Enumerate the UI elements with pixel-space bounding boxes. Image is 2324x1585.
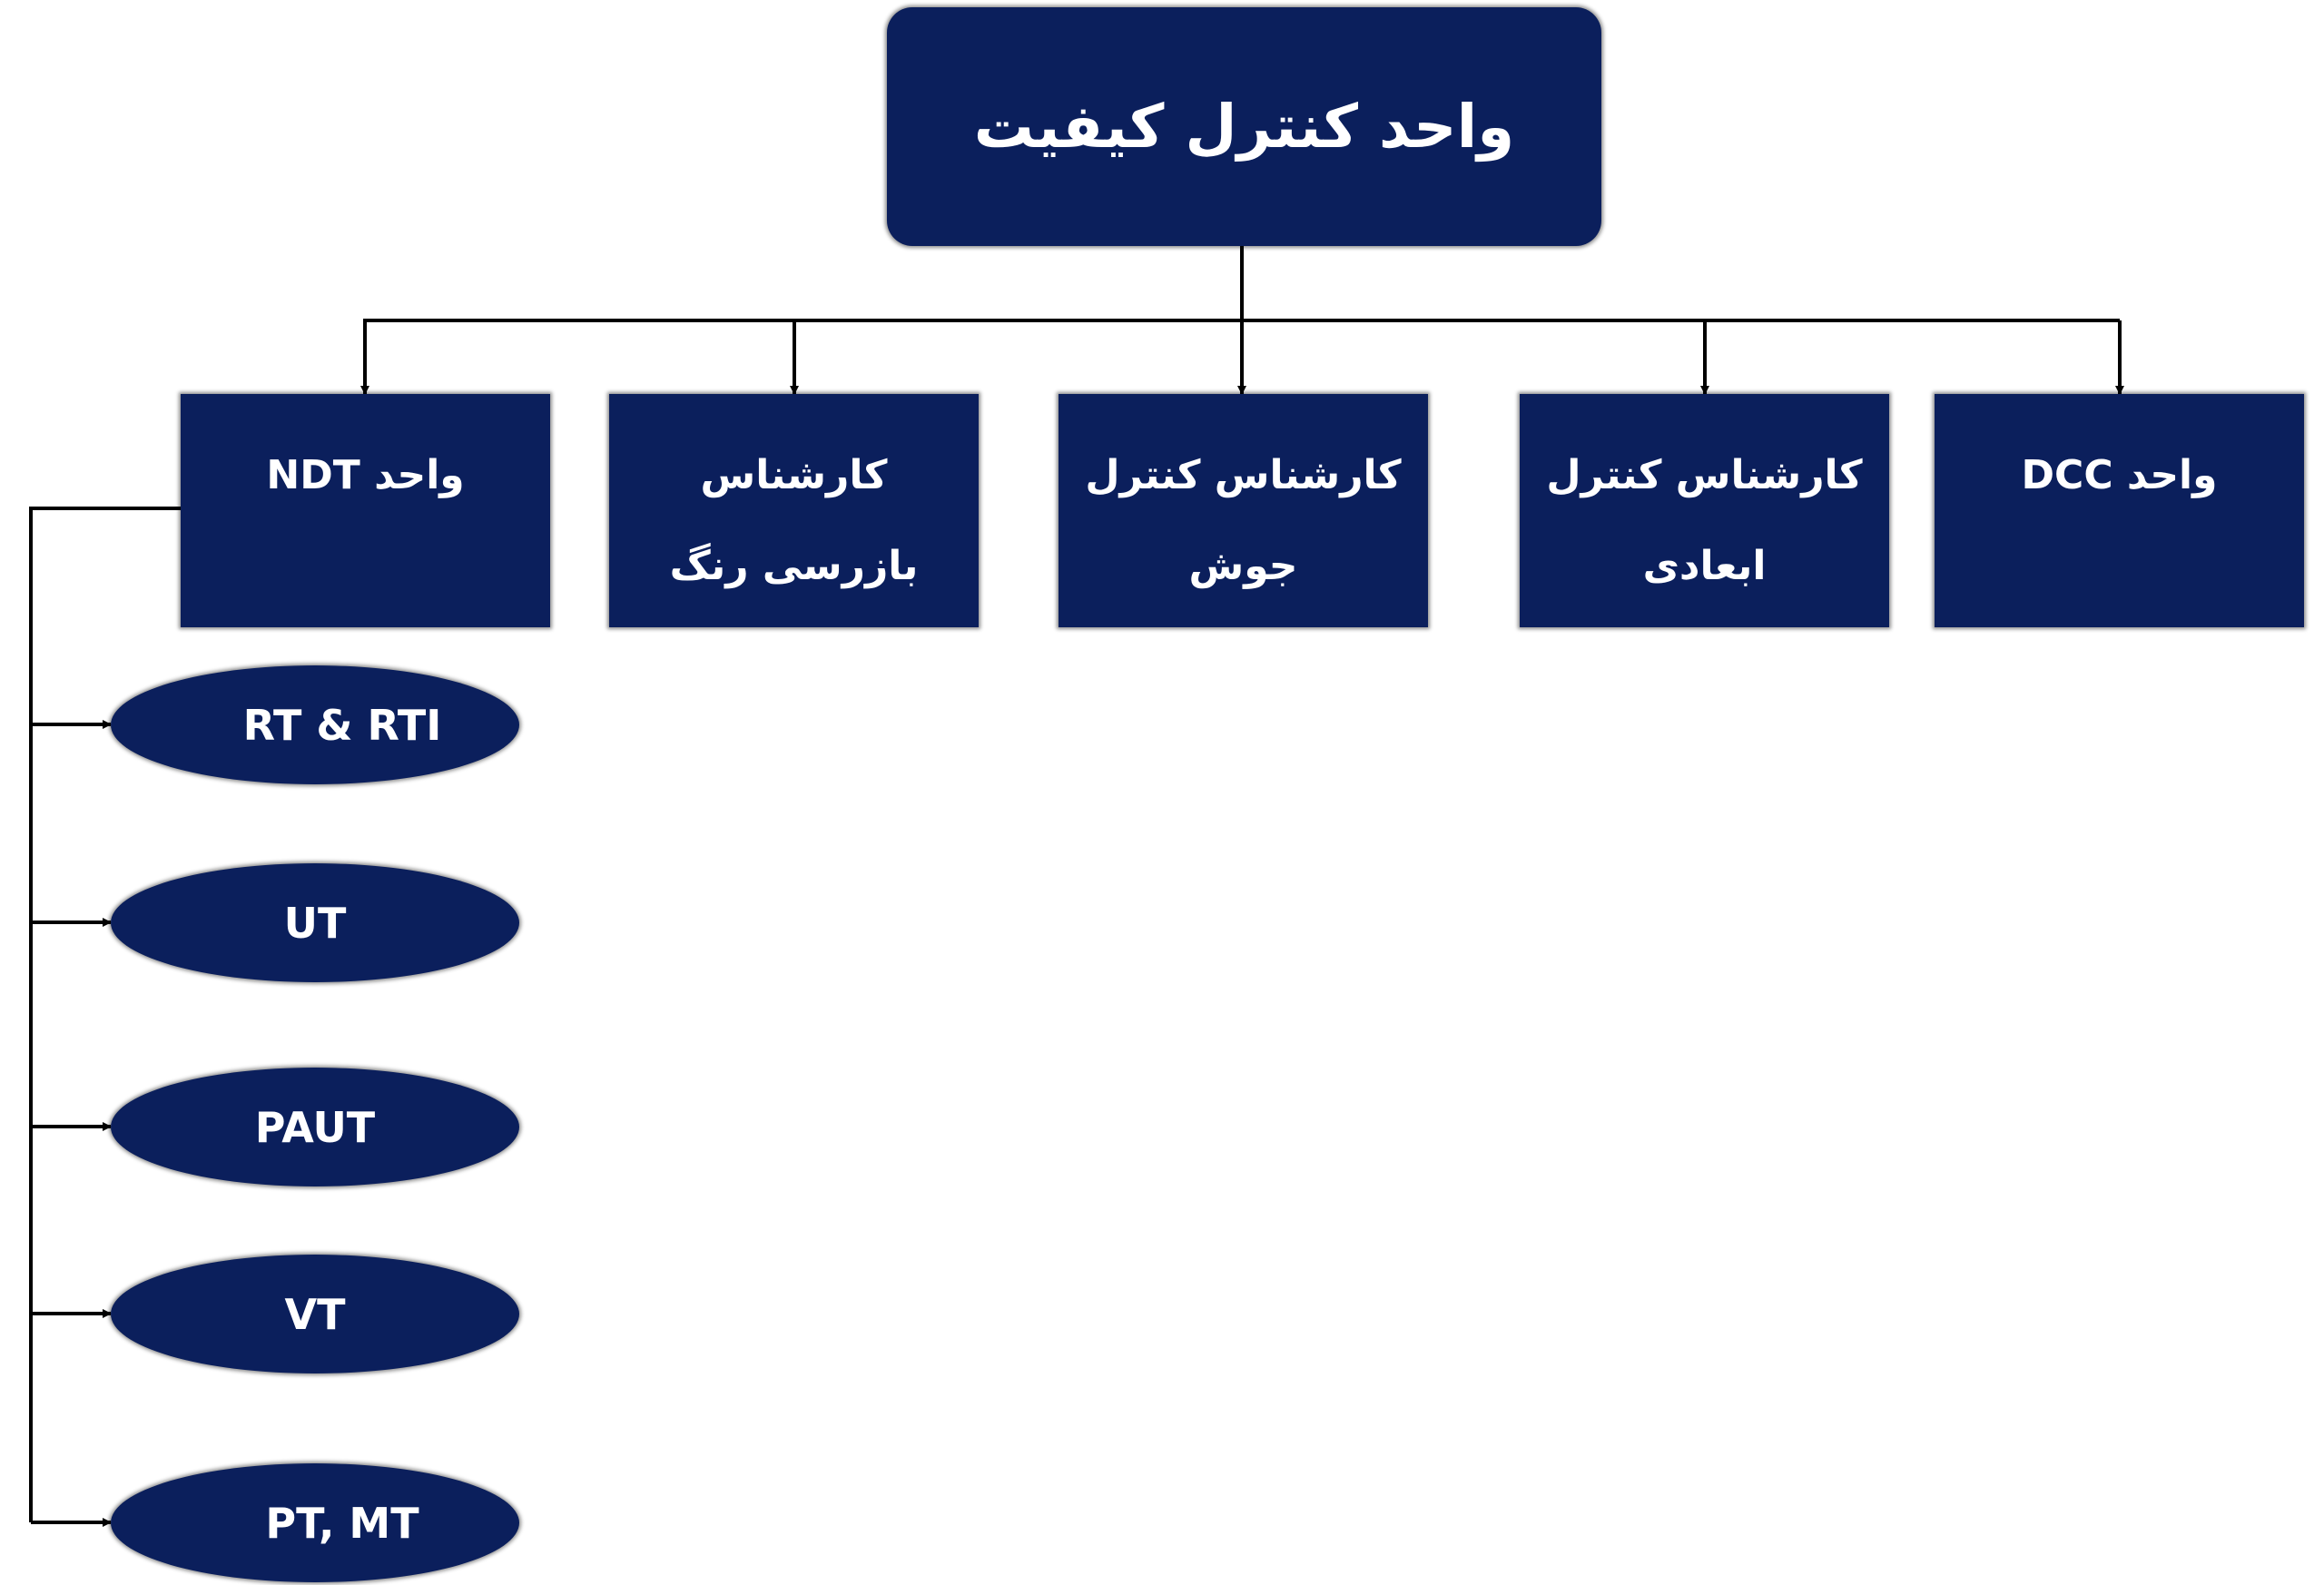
root-quality-control-unit: واحد کنترل کیفیت <box>887 7 1601 246</box>
method-pt-mt: PT, MT <box>111 1463 519 1582</box>
unit-label: کارشناس کنترل <box>1546 452 1863 498</box>
method-vt: VT <box>111 1255 519 1373</box>
unit-label-line2: ابعادی <box>1642 543 1767 589</box>
unit-label: کارشناس کنترل <box>1085 452 1402 498</box>
unit-label-line2: جوش <box>1188 543 1298 589</box>
method-label: RT & RTI <box>242 700 442 750</box>
method-paut: PAUT <box>111 1068 519 1186</box>
unit-paint-inspector: کارشناس بازرسی رنگ <box>609 394 979 627</box>
unit-label-line2: بازرسی رنگ <box>669 543 919 589</box>
unit-dimensional-inspector: کارشناس کنترل ابعادی <box>1520 394 1889 627</box>
method-ut: UT <box>111 863 519 982</box>
method-rt-rti: RT & RTI <box>111 665 519 784</box>
unit-label: واحد DCC <box>2021 452 2218 498</box>
unit-label: واحد NDT <box>266 452 465 498</box>
method-label: PT, MT <box>265 1498 419 1548</box>
unit-label: کارشناس <box>700 452 888 498</box>
unit-ndt: واحد NDT <box>181 394 550 627</box>
method-label: PAUT <box>254 1102 376 1152</box>
method-label: VT <box>284 1289 346 1339</box>
method-label: UT <box>283 898 347 948</box>
root-label: واحد کنترل کیفیت <box>973 92 1515 162</box>
unit-weld-inspector: کارشناس کنترل جوش <box>1059 394 1428 627</box>
ndt-spine <box>29 507 181 1522</box>
unit-dcc: واحد DCC <box>1935 394 2304 627</box>
